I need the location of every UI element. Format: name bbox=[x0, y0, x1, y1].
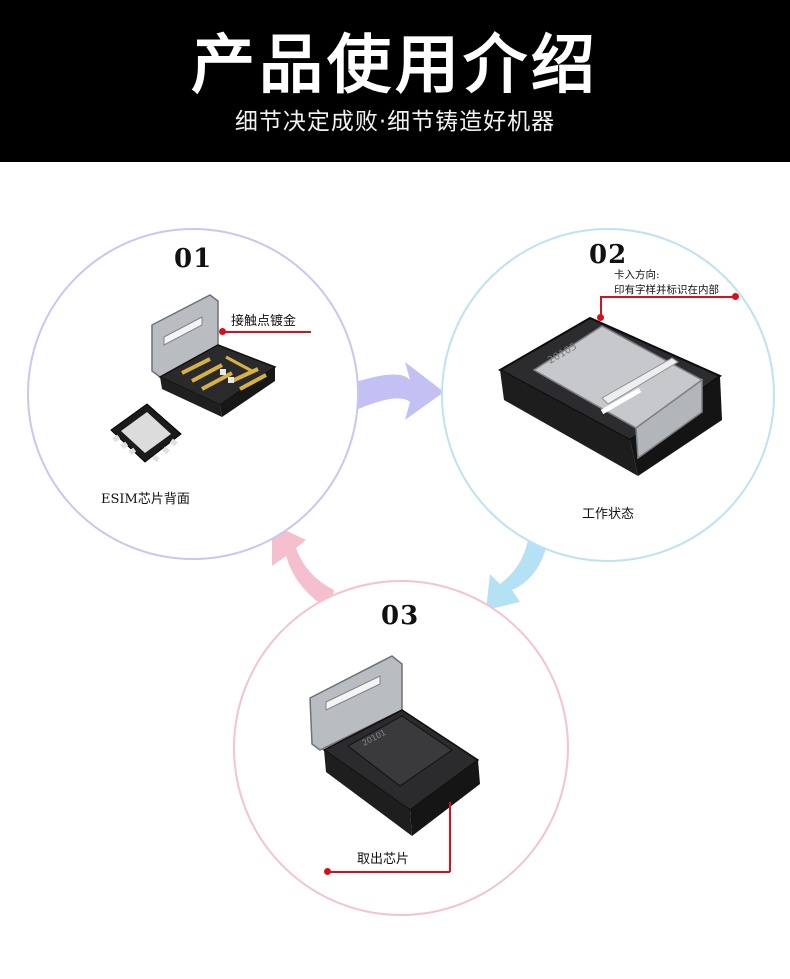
esim-socket-remove-chip-image: 20101 bbox=[309, 655, 480, 836]
callout-insert-direction-detail: 印有字样并标识在内部 bbox=[614, 284, 719, 296]
callout-line-1 bbox=[223, 331, 311, 333]
page-subtitle: 细节决定成败·细节铸造好机器 bbox=[234, 109, 556, 135]
step-number-3: 03 bbox=[381, 601, 420, 631]
callout-line-2b bbox=[600, 296, 736, 298]
callout-dot-2b bbox=[732, 293, 739, 300]
callout-dot-2 bbox=[597, 314, 604, 321]
callout-line-3b bbox=[328, 871, 450, 873]
page-header: 产品使用介绍 细节决定成败·细节铸造好机器 bbox=[0, 0, 790, 162]
page-title: 产品使用介绍 bbox=[191, 29, 599, 103]
step-number-1: 01 bbox=[174, 244, 213, 274]
esim-socket-open-image bbox=[151, 294, 277, 417]
caption-esim-chip-back: ESIM芯片背面 bbox=[101, 492, 190, 507]
callout-dot-1 bbox=[219, 328, 226, 335]
arrow-up-pink bbox=[272, 524, 334, 610]
callout-dot-3 bbox=[324, 868, 331, 875]
callout-gold-plated-contacts: 接触点镀金 bbox=[231, 314, 297, 329]
step-number-2: 02 bbox=[589, 240, 628, 270]
callout-remove-chip: 取出芯片 bbox=[357, 852, 410, 867]
callout-line-3a bbox=[449, 802, 451, 872]
callout-line-2a bbox=[600, 296, 602, 316]
caption-working-state: 工作状态 bbox=[582, 507, 635, 522]
esim-socket-closed-image: 20105 bbox=[497, 316, 723, 476]
arrow-down-blue bbox=[486, 540, 548, 610]
esim-chip-image bbox=[110, 403, 182, 463]
callout-insert-direction: 卡入方向: bbox=[614, 269, 660, 281]
